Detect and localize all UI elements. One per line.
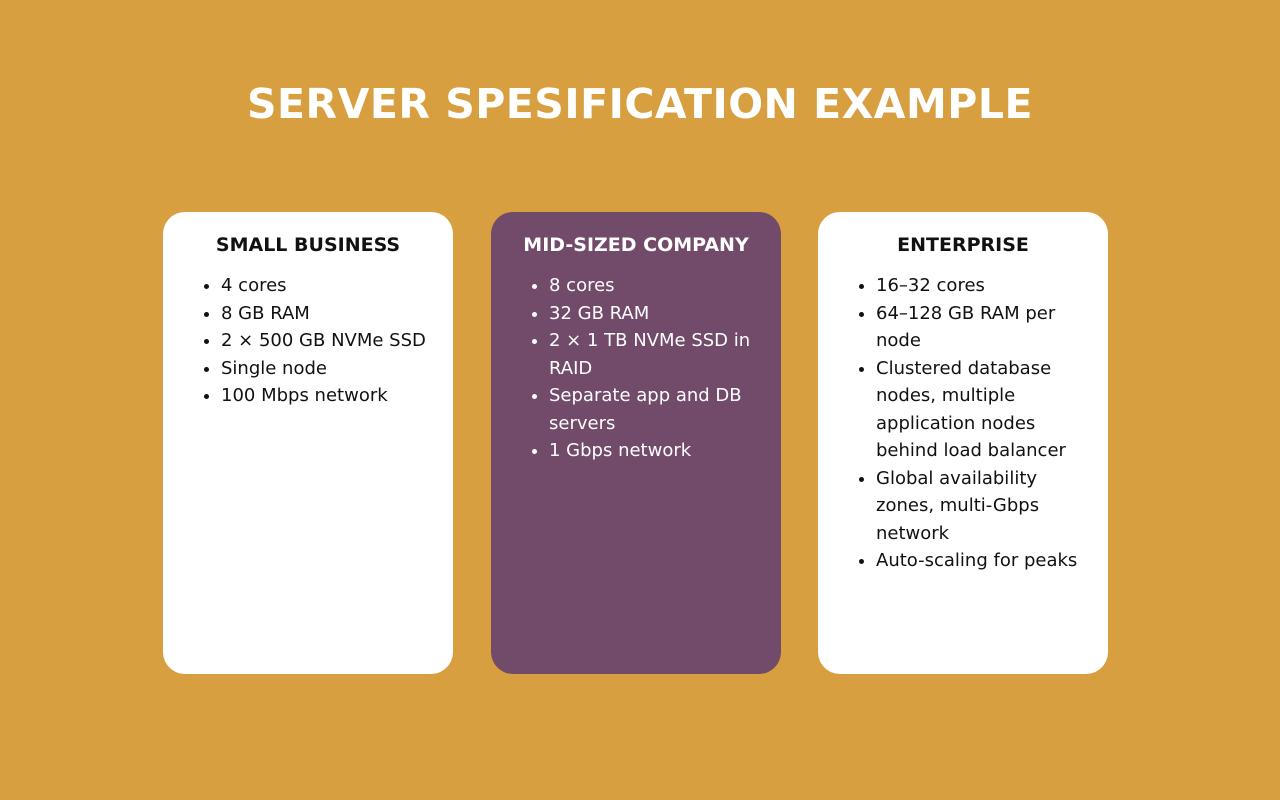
list-item: 100 Mbps network [221,382,433,410]
list-item: 1 Gbps network [549,437,761,465]
list-item: 4 cores [221,272,433,300]
list-item: Auto-scaling for peaks [876,547,1088,575]
list-item: 16–32 cores [876,272,1088,300]
page-title: SERVER SPESIFICATION EXAMPLE [247,80,1033,128]
list-item: Global availability zones, multi-Gbps ne… [876,465,1088,548]
list-item: 64–128 GB RAM per node [876,300,1088,355]
list-item: 2 × 500 GB NVMe SSD [221,327,433,355]
card-heading: ENTERPRISE [897,234,1029,256]
spec-list: 4 cores 8 GB RAM 2 × 500 GB NVMe SSD Sin… [203,272,433,410]
list-item: Clustered database nodes, multiple appli… [876,355,1088,465]
list-item: 32 GB RAM [549,300,761,328]
card-heading: MID-SIZED COMPANY [523,234,749,256]
list-item: Single node [221,355,433,383]
list-item: 2 × 1 TB NVMe SSD in RAID [549,327,761,382]
list-item: Separate app and DB servers [549,382,761,437]
spec-list: 8 cores 32 GB RAM 2 × 1 TB NVMe SSD in R… [531,272,761,465]
list-item: 8 GB RAM [221,300,433,328]
card-small-business: SMALL BUSINESS 4 cores 8 GB RAM 2 × 500 … [163,212,453,674]
list-item: 8 cores [549,272,761,300]
card-enterprise: ENTERPRISE 16–32 cores 64–128 GB RAM per… [818,212,1108,674]
spec-list: 16–32 cores 64–128 GB RAM per node Clust… [858,272,1088,575]
card-heading: SMALL BUSINESS [215,234,401,256]
card-mid-sized-company: MID-SIZED COMPANY 8 cores 32 GB RAM 2 × … [491,212,781,674]
